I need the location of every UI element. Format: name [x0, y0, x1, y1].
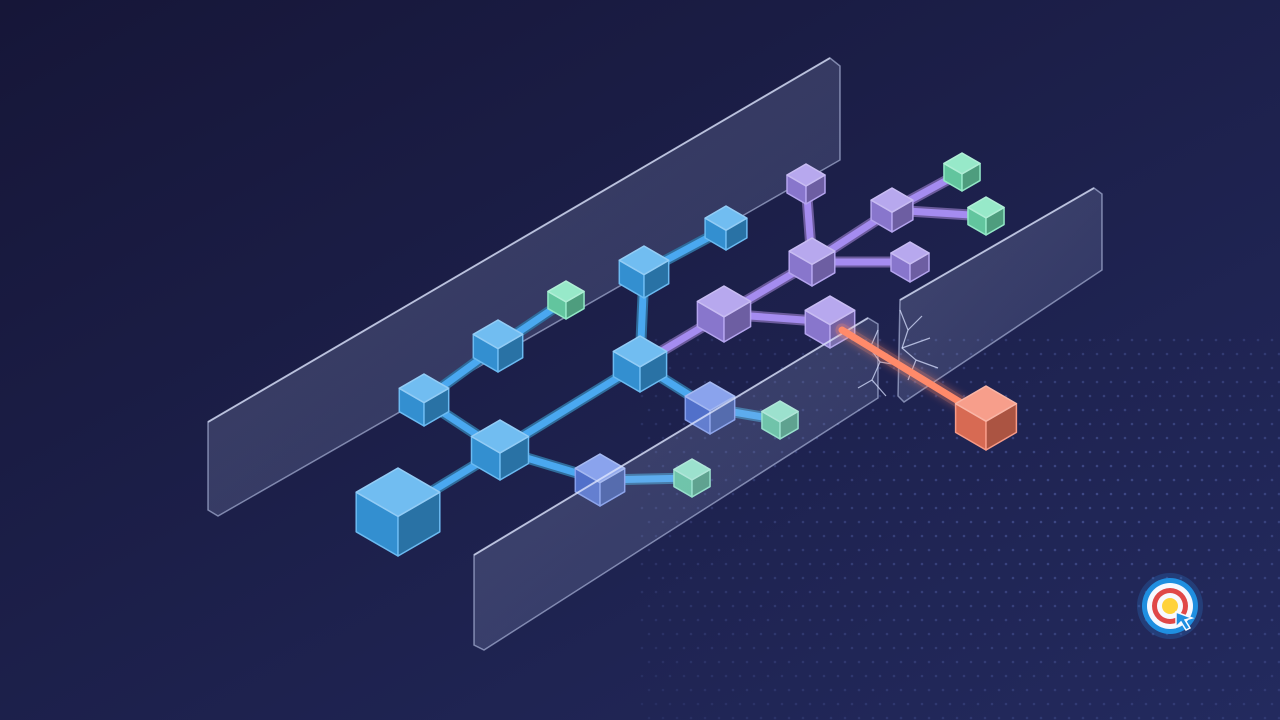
cube-v5 — [890, 241, 930, 283]
cube-v2 — [788, 237, 836, 287]
target-cursor-icon — [1137, 573, 1203, 639]
cube-big — [355, 467, 441, 557]
cube-b5 — [612, 335, 668, 393]
cube-m1 — [547, 280, 585, 320]
cube-v4 — [870, 187, 914, 233]
cube-v1 — [696, 285, 752, 343]
cube-coral — [954, 385, 1018, 451]
front-cube-nodes — [954, 385, 1018, 451]
glass-panel-front-right — [897, 187, 1103, 403]
glass-panel-front — [473, 317, 879, 651]
cube-b6 — [618, 245, 670, 299]
cube-b2 — [470, 419, 530, 481]
cube-b3 — [398, 373, 450, 427]
cube-m5 — [967, 196, 1005, 236]
cube-b4 — [472, 319, 524, 373]
cube-v3 — [786, 163, 826, 205]
cube-b7 — [704, 205, 748, 251]
cube-m4 — [943, 152, 981, 192]
glass-panel-back — [207, 57, 841, 517]
